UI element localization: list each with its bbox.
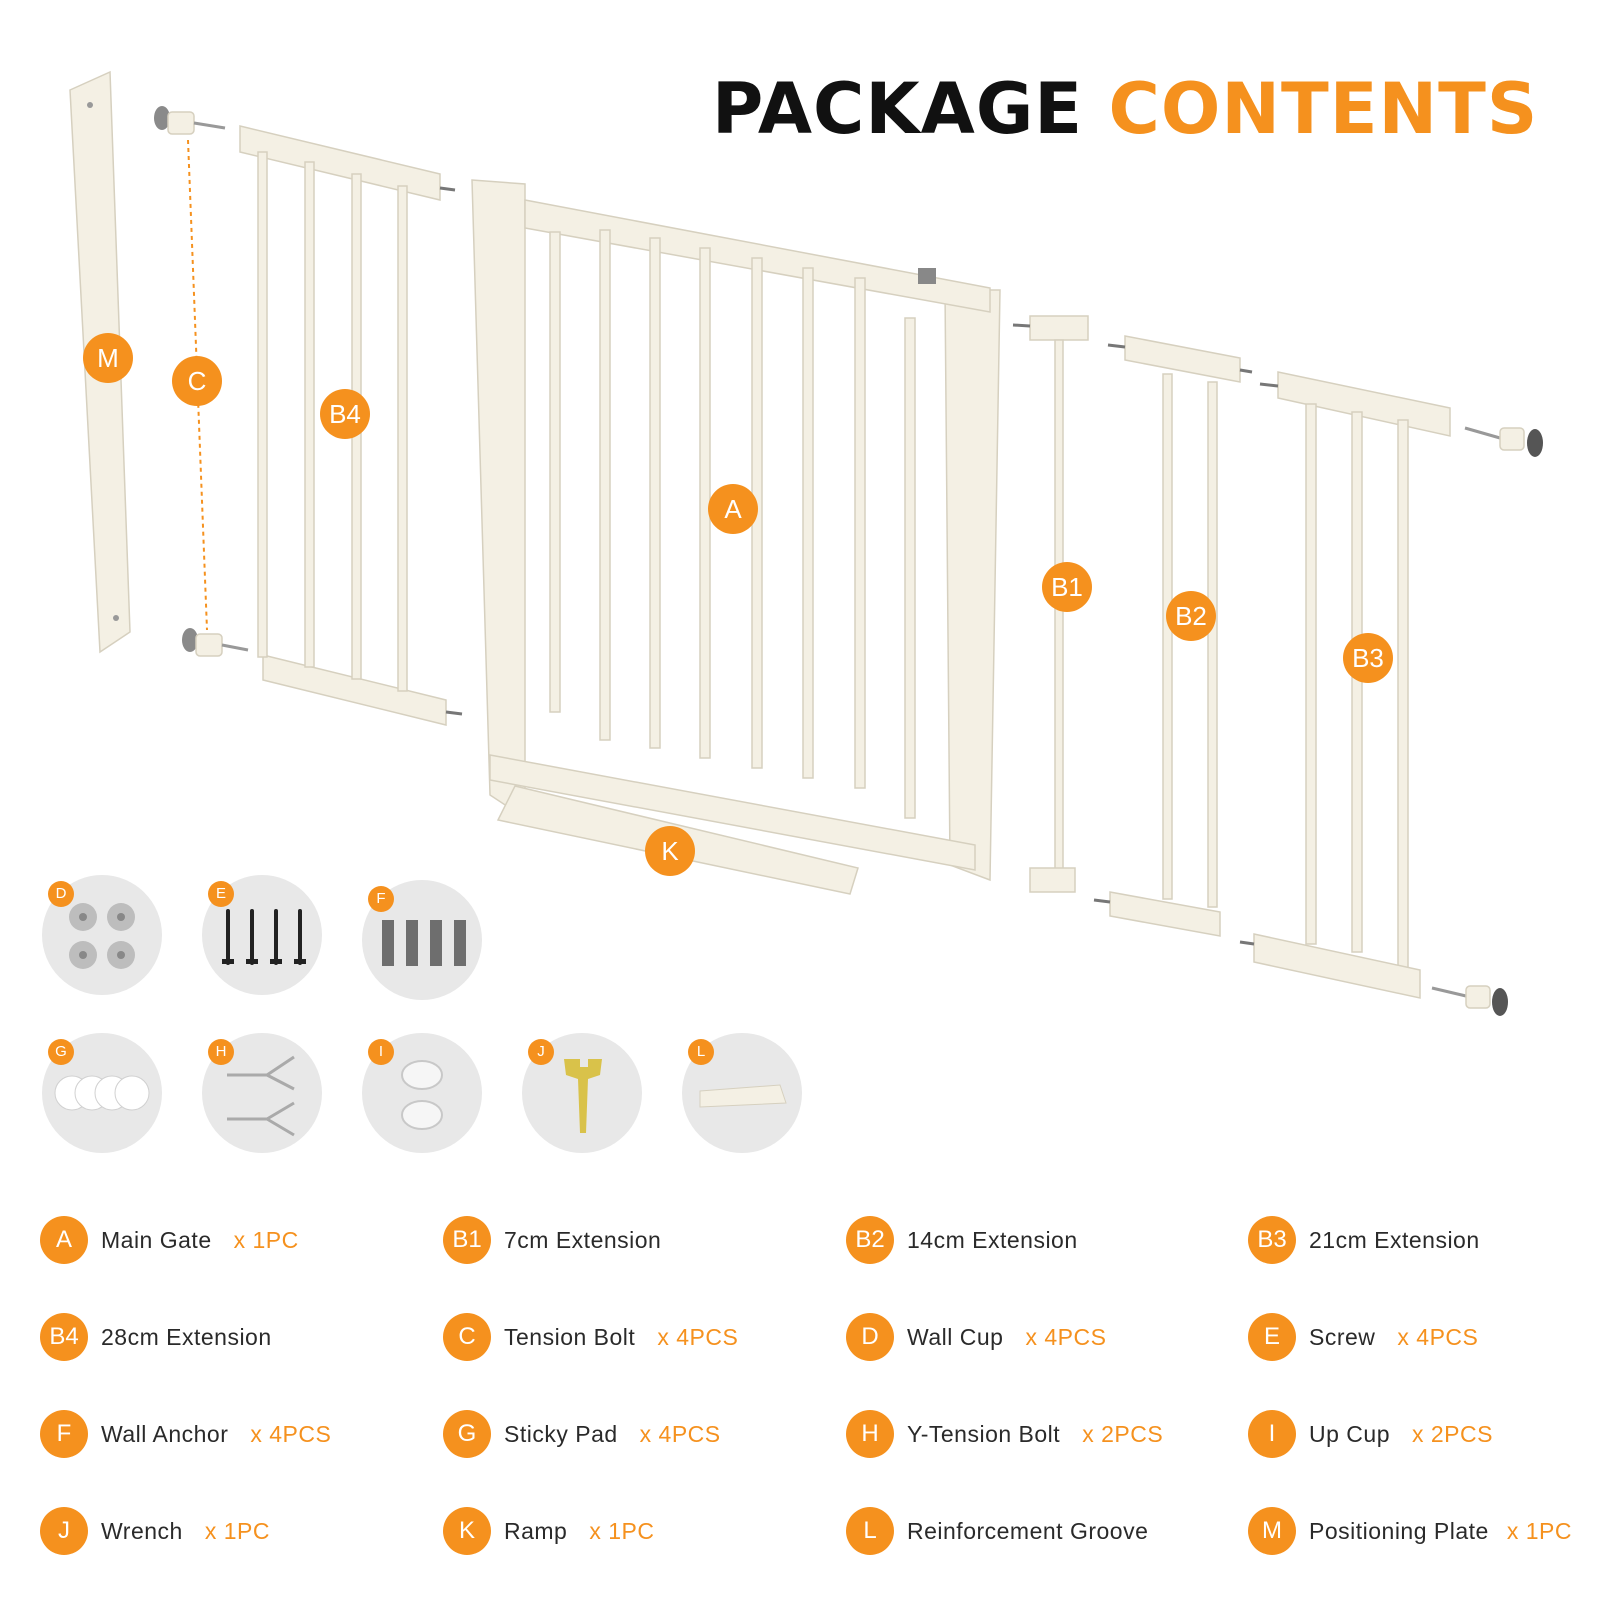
label-A: A bbox=[724, 494, 742, 524]
item-F: F Wall Anchor x 4PCS bbox=[40, 1409, 331, 1459]
tension-bolt-top bbox=[154, 106, 226, 135]
item-M: M Positioning Plate x 1PC bbox=[1248, 1506, 1572, 1556]
item-E: E Screw x 4PCS bbox=[1248, 1312, 1478, 1362]
reinforcement-groove-icon: L bbox=[682, 1033, 802, 1153]
title-part-2: CONTENTS bbox=[1108, 68, 1539, 150]
item-B3: B3 21cm Extension bbox=[1248, 1215, 1480, 1265]
wall-anchor-icon: F bbox=[362, 880, 482, 1000]
item-I: I Up Cup x 2PCS bbox=[1248, 1409, 1493, 1459]
item-J: J Wrench x 1PC bbox=[40, 1506, 270, 1556]
tension-bolt-bottom bbox=[182, 628, 249, 657]
extension-b2 bbox=[1093, 335, 1253, 937]
label-C: C bbox=[188, 366, 207, 396]
tension-bolt-right-bottom bbox=[1431, 985, 1508, 1016]
item-D: D Wall Cup x 4PCS bbox=[846, 1312, 1106, 1362]
label-B2: B2 bbox=[1175, 601, 1207, 631]
item-H: H Y-Tension Bolt x 2PCS bbox=[846, 1409, 1163, 1459]
title-part-1: PACKAGE bbox=[712, 68, 1084, 150]
label-B3: B3 bbox=[1352, 643, 1384, 673]
item-G: G Sticky Pad x 4PCS bbox=[443, 1409, 721, 1459]
label-K: K bbox=[661, 836, 679, 866]
up-cup-icon: I bbox=[362, 1033, 482, 1153]
label-B4: B4 bbox=[329, 399, 361, 429]
wall-cup-icon: D bbox=[42, 875, 162, 995]
item-L: L Reinforcement Groove bbox=[846, 1506, 1148, 1556]
sticky-pad-icon: G bbox=[42, 1033, 162, 1153]
extension-b3 bbox=[1239, 371, 1451, 999]
item-C: C Tension Bolt x 4PCS bbox=[443, 1312, 738, 1362]
screw-icon: E bbox=[202, 875, 322, 995]
item-A: A Main Gate x 1PC bbox=[40, 1215, 299, 1265]
gate-diagram: M C B4 A B1 B2 B3 K bbox=[69, 70, 1543, 1016]
item-B4: B4 28cm Extension bbox=[40, 1312, 272, 1362]
extension-b4 bbox=[239, 125, 463, 726]
tension-bolt-right-top bbox=[1464, 426, 1543, 457]
y-tension-bolt-icon: H bbox=[202, 1033, 322, 1153]
item-K: K Ramp x 1PC bbox=[443, 1506, 655, 1556]
item-B1: B1 7cm Extension bbox=[443, 1215, 661, 1265]
wrench-icon: J bbox=[522, 1033, 642, 1153]
label-M: M bbox=[97, 343, 119, 373]
item-B2: B2 14cm Extension bbox=[846, 1215, 1078, 1265]
label-B1: B1 bbox=[1051, 572, 1083, 602]
page-title: PACKAGE CONTENTS bbox=[712, 68, 1538, 150]
